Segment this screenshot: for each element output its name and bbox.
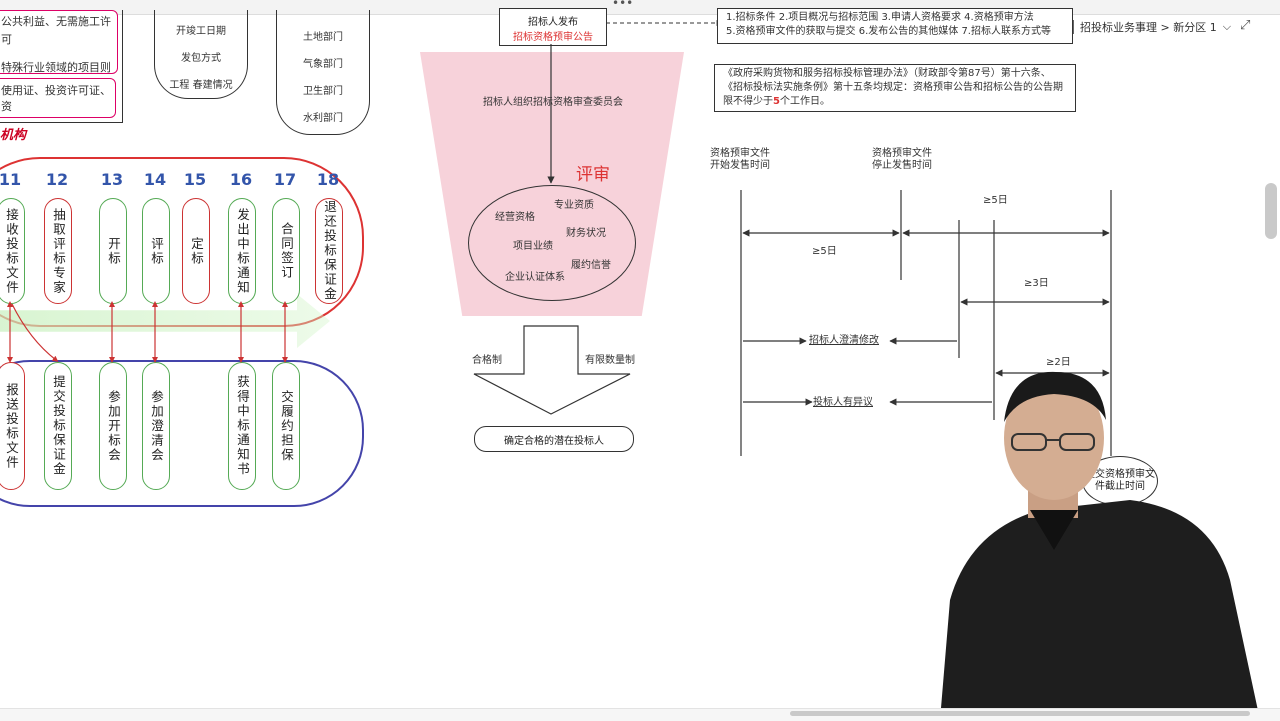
result-box[interactable]: 确定合格的潜在投标人	[474, 426, 634, 452]
cap-item: 卫生部门	[303, 86, 343, 97]
notice-line: 1.招标条件 2.项目概况与招标范围 3.申请人资格要求 4.资格预审方法	[726, 12, 1034, 23]
timeline-lines	[740, 190, 1112, 456]
chevron-down-icon[interactable]: ⌵	[1222, 20, 1232, 33]
cap-item: 土地部门	[303, 32, 343, 43]
step-top[interactable]: 退还投标保证金	[315, 198, 343, 304]
step-number: 18	[316, 170, 340, 189]
gap-label: ≥5日	[983, 195, 1008, 206]
cap-box-departments: 土地部门 气象部门 卫生部门 水利部门	[276, 10, 370, 135]
breadcrumb[interactable]: 招投标业务事理 > 新分区 1 ⌵	[1060, 16, 1231, 38]
publish-line-red: 招标资格预审公告	[513, 32, 593, 43]
step-top[interactable]: 开标	[99, 198, 127, 304]
criteria-item: 财务状况	[566, 228, 606, 239]
step-top[interactable]: 发出中标通知	[228, 198, 256, 304]
law-line: 限不得少于5个工作日。	[723, 95, 1067, 109]
cap-box-project: 开竣工日期 发包方式 工程 春建情况	[154, 10, 248, 99]
step-number: 13	[100, 170, 124, 189]
publish-line: 招标人发布	[528, 17, 578, 28]
cap-item: 工程 春建情况	[169, 80, 233, 91]
step-bottom[interactable]: 提交投标保证金	[44, 362, 72, 490]
notice-contents-box: 1.招标条件 2.项目概况与招标范围 3.申请人资格要求 4.资格预审方法 5.…	[717, 8, 1073, 44]
criteria-item: 经营资格	[495, 212, 535, 223]
committee-label: 招标人组织招标资格审查委员会	[483, 97, 623, 108]
more-icon[interactable]: •••	[612, 0, 634, 10]
presenter-video	[940, 371, 1260, 720]
gap-label: ≥2日	[1046, 357, 1071, 368]
publish-notice-box[interactable]: 招标人发布 招标资格预审公告	[499, 8, 607, 46]
cap-item: 气象部门	[303, 59, 343, 70]
objection-label: 投标人有异议	[813, 397, 873, 408]
step-number: 12	[45, 170, 69, 189]
qualified-system-label: 合格制	[472, 355, 502, 366]
stop-sale-label: 资格预审文件 停止发售时间	[872, 148, 932, 172]
step-bottom[interactable]: 参加开标会	[99, 362, 127, 490]
criteria-item: 企业认证体系	[505, 272, 565, 283]
divider	[0, 122, 123, 123]
section-label: 机构	[0, 128, 27, 143]
step-top[interactable]: 评标	[142, 198, 170, 304]
note-box-1: 公共利益、无需施工许可 特殊行业领域的项目则需	[0, 10, 118, 92]
step-number: 17	[273, 170, 297, 189]
vertical-scrollbar[interactable]	[1265, 183, 1277, 239]
step-bottom[interactable]: 获得中标通知书	[228, 362, 256, 490]
gap-label: ≥5日	[812, 246, 837, 257]
expand-icon[interactable]: ⤢	[1240, 18, 1251, 33]
law-line: 《招标投标法实施条例》第十五条均规定：资格预审公告和招标公告的公告期	[723, 82, 1063, 93]
criteria-item: 履约信誉	[571, 260, 611, 271]
law-text: 限不得少于	[723, 96, 773, 107]
note-line: 公共利益、无需施工许可	[1, 15, 111, 46]
cap-item: 开竣工日期	[176, 26, 226, 37]
note-line: 使用证、投资许可证、资	[1, 84, 111, 113]
label-line: 资格预审文件	[872, 148, 932, 159]
step-top[interactable]: 定标	[182, 198, 210, 304]
bidder-band	[0, 360, 364, 507]
cap-item: 发包方式	[181, 53, 221, 64]
step-number: 14	[143, 170, 167, 189]
step-bottom[interactable]: 报送投标文件	[0, 362, 25, 490]
criteria-item: 专业资质	[554, 200, 594, 211]
step-number: 16	[229, 170, 253, 189]
label-line: 停止发售时间	[872, 160, 932, 171]
criteria-ellipse	[468, 185, 636, 301]
law-box: 《政府采购货物和服务招标投标管理办法》（财政部令第87号）第十六条、 《招标投标…	[714, 64, 1076, 112]
law-text: 个工作日。	[779, 96, 830, 107]
cap-item: 水利部门	[303, 113, 343, 124]
step-top[interactable]: 合同签订	[272, 198, 300, 304]
step-number: 11	[0, 170, 22, 189]
note-box-2: 使用证、投资许可证、资	[0, 78, 116, 118]
review-label: 评审	[576, 165, 610, 185]
label-line: 开始发售时间	[710, 160, 770, 171]
step-top[interactable]: 接收投标文件	[0, 198, 25, 304]
clarify-label: 招标人澄清修改	[809, 335, 879, 346]
limited-number-label: 有限数量制	[585, 355, 635, 366]
law-line: 《政府采购货物和服务招标投标管理办法》（财政部令第87号）第十六条、	[723, 68, 1051, 79]
label-line: 资格预审文件	[710, 148, 770, 159]
step-number: 15	[183, 170, 207, 189]
divider	[122, 10, 123, 123]
law-days-highlight: 5	[773, 96, 780, 107]
notice-line: 5.资格预审文件的获取与提交 6.发布公告的其他媒体 7.招标人联系方式等	[726, 26, 1051, 37]
connector-arrows	[7, 301, 288, 363]
step-bottom[interactable]: 参加澄清会	[142, 362, 170, 490]
breadcrumb-text[interactable]: 招投标业务事理 > 新分区 1	[1080, 21, 1217, 34]
deadline-label: 提交资格预审文件截止时间	[1085, 469, 1155, 492]
step-top[interactable]: 抽取评标专家	[44, 198, 72, 304]
horizontal-scrollbar[interactable]	[790, 711, 1250, 716]
criteria-item: 项目业绩	[513, 241, 553, 252]
funnel-lines	[473, 20, 723, 415]
start-sale-label: 资格预审文件 开始发售时间	[710, 148, 770, 172]
gap-label: ≥3日	[1024, 278, 1049, 289]
